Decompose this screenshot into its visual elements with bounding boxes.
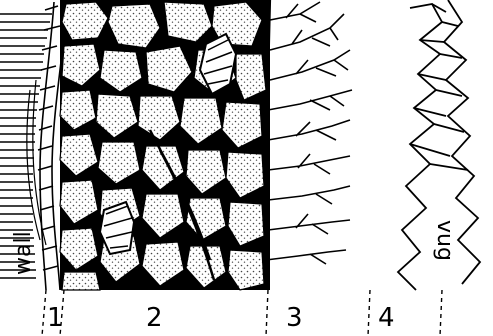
- zone-2-label: 2: [146, 303, 163, 333]
- zone-1-label: 1: [47, 303, 64, 333]
- zone-2-grains: [60, 0, 270, 290]
- zone-4-label: 4: [378, 303, 395, 333]
- wall-label: wall: [11, 231, 36, 275]
- zone-3-label: 3: [286, 303, 303, 333]
- zone-3-dendrites: [266, 0, 352, 290]
- vug-label: vug: [432, 220, 457, 261]
